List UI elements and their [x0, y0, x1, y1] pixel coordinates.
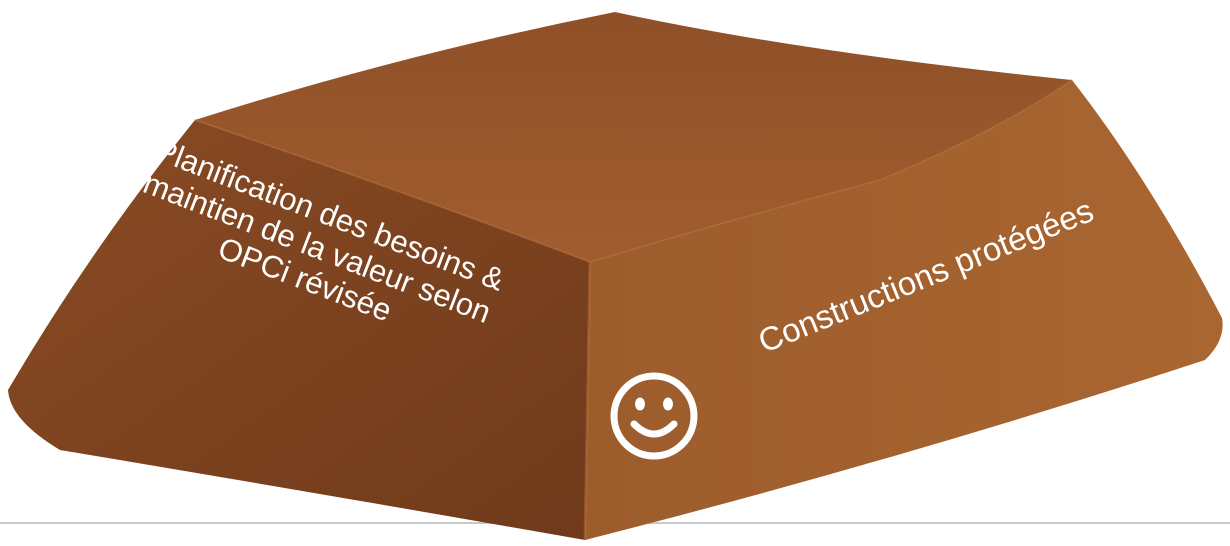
- top-face: [195, 12, 1072, 262]
- front-edge: [583, 261, 592, 541]
- left-face: [8, 120, 590, 540]
- top-edge: [194, 79, 1073, 264]
- right-face: [585, 80, 1223, 540]
- smiley-face-icon: [610, 372, 698, 460]
